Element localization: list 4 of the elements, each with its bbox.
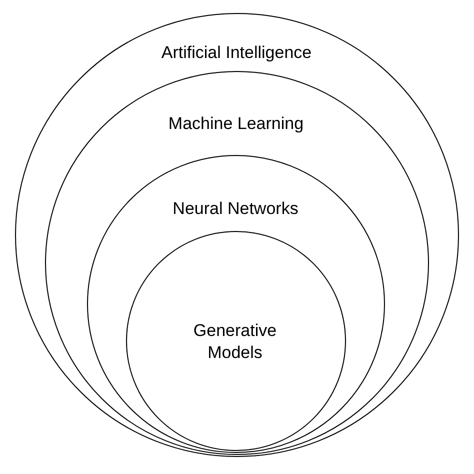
circle-label: Machine Learning — [167, 113, 305, 135]
circle-label: Artificial Intelligence — [160, 42, 313, 64]
circle-label: Neural Networks — [172, 198, 300, 220]
circle-label: Generative Models — [192, 320, 278, 364]
